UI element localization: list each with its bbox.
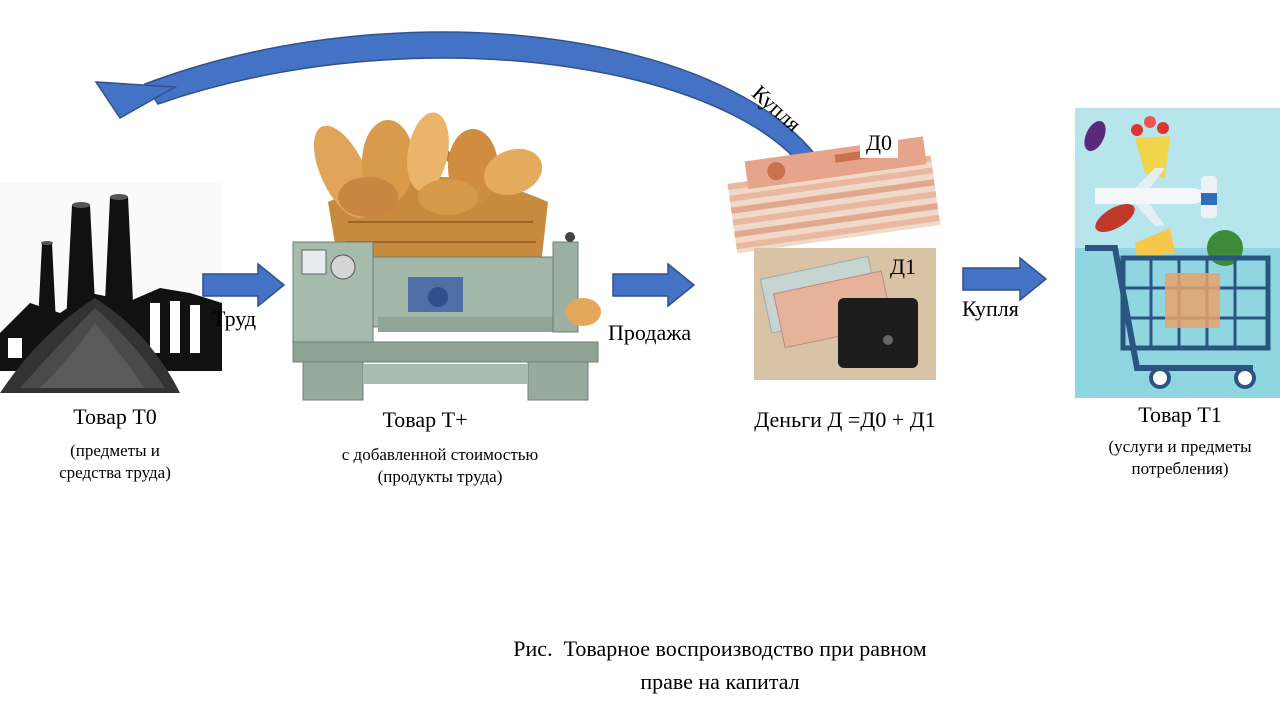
- labor-arrow: [202, 262, 286, 308]
- t1-subtitle-line-2: потребления): [1131, 459, 1229, 478]
- shopping-cart-icon: [1075, 108, 1280, 398]
- caption-line-1: Рис. Товарное воспроизводство при равном: [513, 636, 927, 661]
- t0-subtitle: (предметы и средства труда): [30, 440, 200, 484]
- caption-line-2: праве на капитал: [640, 669, 800, 694]
- purchase-label: Купля: [962, 296, 1019, 321]
- t0-title: Товар Т0: [73, 404, 157, 429]
- factory-coal-icon: [0, 183, 222, 393]
- tplus-subtitle-line-2: (продукты труда): [377, 467, 503, 486]
- sale-arrow: [612, 262, 696, 308]
- sale-label: Продажа: [608, 320, 692, 345]
- t1-title: Товар Т1: [1138, 402, 1222, 427]
- banknotes-wallet-icon: [727, 136, 940, 380]
- tplus-subtitle: с добавленной стоимостью (продукты труда…: [300, 444, 580, 488]
- t1-subtitle-line-1: (услуги и предметы: [1108, 437, 1252, 456]
- tplus-subtitle-line-1: с добавленной стоимостью: [341, 445, 539, 464]
- t1-subtitle: (услуги и предметы потребления): [1080, 436, 1280, 480]
- purchase-arrow: [962, 256, 1048, 302]
- figure-caption: Рис. Товарное воспроизводство при равном…: [440, 632, 1000, 698]
- money-title: Деньги Д =Д0 + Д1: [754, 407, 936, 432]
- lathe-bread-icon: [292, 112, 601, 401]
- money-tag-d0: Д0: [860, 128, 899, 158]
- t0-subtitle-line-1: (предметы и: [70, 441, 160, 460]
- labor-label: Труд: [212, 306, 257, 331]
- t0-subtitle-line-2: средства труда): [59, 463, 171, 482]
- money-tag-d1: Д1: [890, 254, 917, 279]
- tplus-title: Товар Т+: [382, 407, 468, 432]
